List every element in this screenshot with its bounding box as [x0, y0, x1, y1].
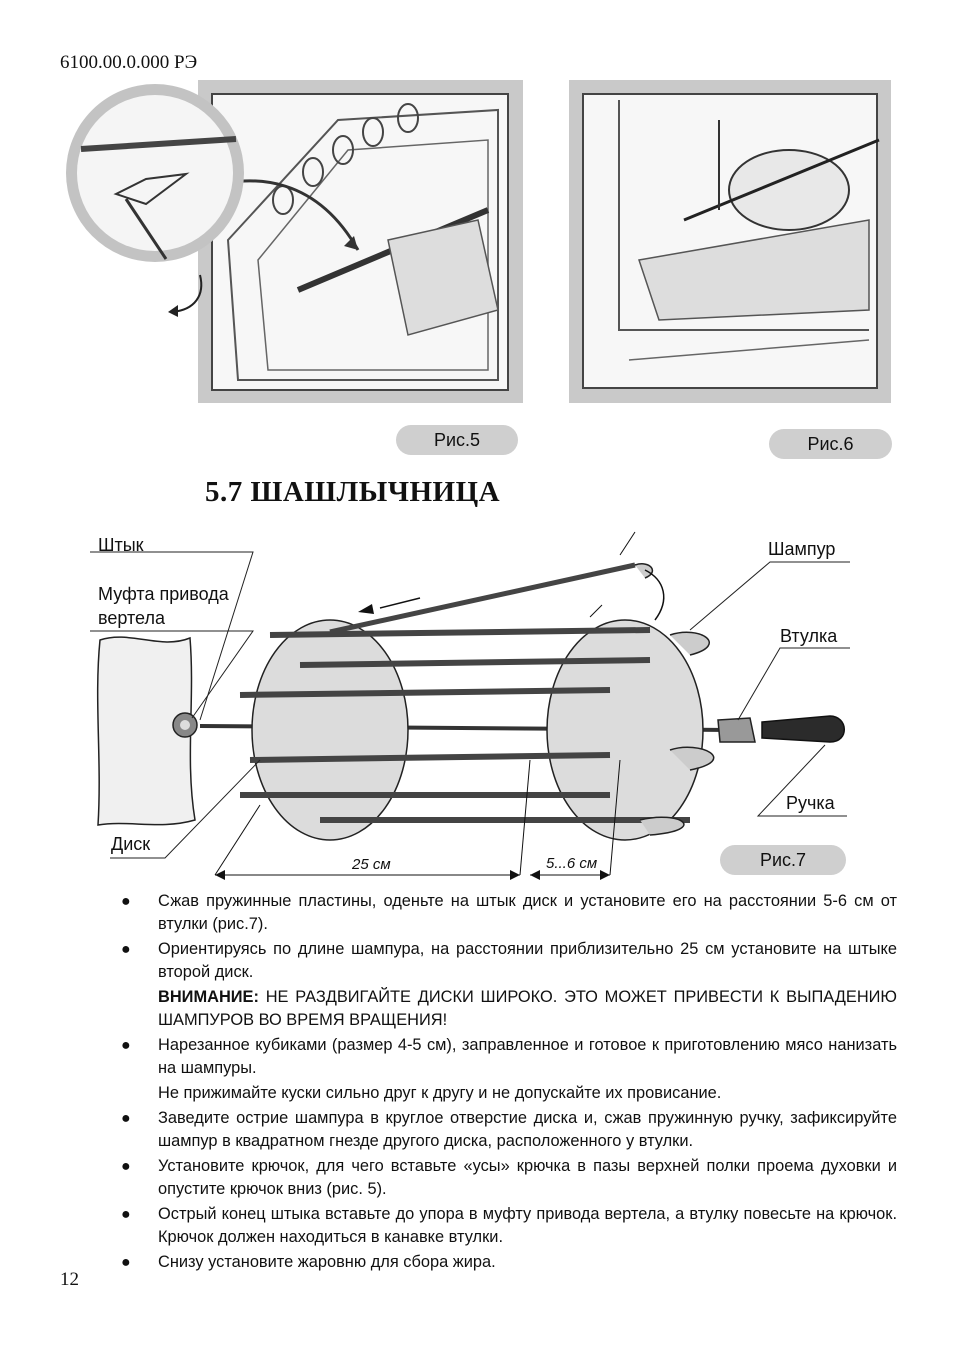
bullet-icon: ● [121, 1110, 131, 1127]
hook-detail-drawing [77, 95, 237, 260]
rotate-arrow-icon [160, 270, 210, 320]
dimension-offset: 5...6 см [546, 855, 598, 872]
page-number: 12 [60, 1269, 79, 1290]
rotisserie-assembly-drawing [90, 531, 850, 880]
figure-6-illustration [569, 80, 891, 403]
bullet-icon: ● [121, 1037, 131, 1054]
oven-spit-drawing [582, 93, 880, 389]
list-item: ● Установите крючок, для чего вставьте «… [121, 1157, 897, 1198]
document-code: 6100.00.0.000 РЭ [60, 52, 198, 73]
note-text: Не прижимайте куски сильно друг к другу … [158, 1084, 722, 1102]
list-item: ● Острый конец штыка вставьте до упора в… [121, 1205, 897, 1246]
figure-6-label: Рис.6 [769, 429, 892, 459]
list-item: ● Сжав пружинные пластины, оденьте на шт… [121, 892, 897, 933]
figure-5-zoom-circle [66, 84, 244, 262]
figure-7-label: Рис.7 [720, 845, 846, 875]
bullet-icon: ● [121, 893, 131, 910]
label-vtulka: Втулка [780, 626, 838, 646]
figure-5-label: Рис.5 [396, 425, 518, 455]
instruction-list: ● Сжав пружинные пластины, оденьте на шт… [117, 890, 897, 1276]
bullet-icon: ● [121, 1206, 131, 1223]
figure-5-illustration [197, 80, 523, 403]
bullet-icon: ● [121, 941, 131, 958]
label-disk: Диск [111, 834, 151, 854]
figure-7-diagram [90, 520, 870, 890]
list-item: ● Нарезанное кубиками (размер 4-5 см), з… [121, 1036, 897, 1077]
label-mufta-line2: вертела [98, 608, 165, 628]
list-item: ● Заведите острие шампура в круглое отве… [121, 1109, 897, 1150]
label-mufta-line1: Муфта привода [98, 584, 229, 604]
list-item: ● Ориентируясь по длине шампура, на расс… [121, 940, 897, 981]
dimension-length: 25 см [352, 856, 391, 873]
label-shampur: Шампур [768, 539, 836, 559]
section-title: 5.7 ШАШЛЫЧНИЦА [205, 476, 501, 508]
bullet-icon: ● [121, 1158, 131, 1175]
label-shtyk: Штык [98, 535, 144, 555]
label-ruchka: Ручка [786, 793, 835, 813]
oven-hook-drawing [197, 93, 509, 391]
warning-note: ВНИМАНИЕ: НЕ РАЗДВИГАЙТЕ ДИСКИ ШИРОКО. Э… [158, 988, 897, 1029]
list-item: ● Снизу установите жаровню для сбора жир… [117, 1251, 897, 1274]
bullet-icon: ● [121, 1254, 131, 1271]
